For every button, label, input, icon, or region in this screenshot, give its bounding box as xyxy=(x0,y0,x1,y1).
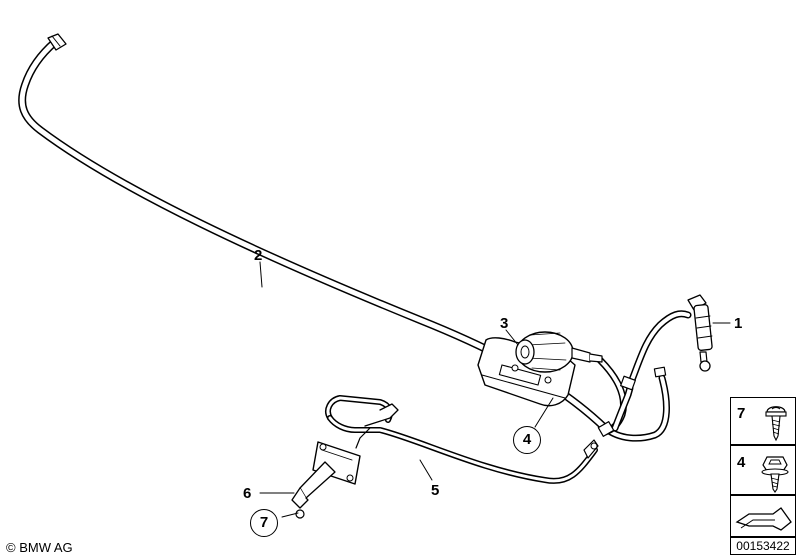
callout-5: 5 xyxy=(431,482,440,499)
legend-item-7: 7 xyxy=(730,397,796,445)
callout-1: 1 xyxy=(734,315,743,332)
hose-pump-right xyxy=(596,310,692,442)
legend-arrow-box xyxy=(730,495,796,537)
nozzle-part-1 xyxy=(687,294,713,372)
legend-number-7: 7 xyxy=(737,405,746,422)
leader-lines xyxy=(259,261,731,518)
legend-number-4: 4 xyxy=(737,454,746,471)
callout-2: 2 xyxy=(254,247,263,264)
flange-screw-icon xyxy=(761,456,789,493)
callout-7: 7 xyxy=(250,509,278,537)
document-number: 00153422 xyxy=(730,537,796,555)
copyright-text: © BMW AG xyxy=(6,540,73,555)
callout-6: 6 xyxy=(243,485,252,502)
hose-part-5 xyxy=(325,395,599,484)
callout-3: 3 xyxy=(500,315,509,332)
arrow-icon xyxy=(735,507,792,531)
pump-part-3 xyxy=(477,331,603,407)
screw-icon xyxy=(765,406,787,442)
bracket-part-6 xyxy=(291,441,361,519)
legend-item-4: 4 xyxy=(730,445,796,495)
callout-4: 4 xyxy=(513,426,541,454)
